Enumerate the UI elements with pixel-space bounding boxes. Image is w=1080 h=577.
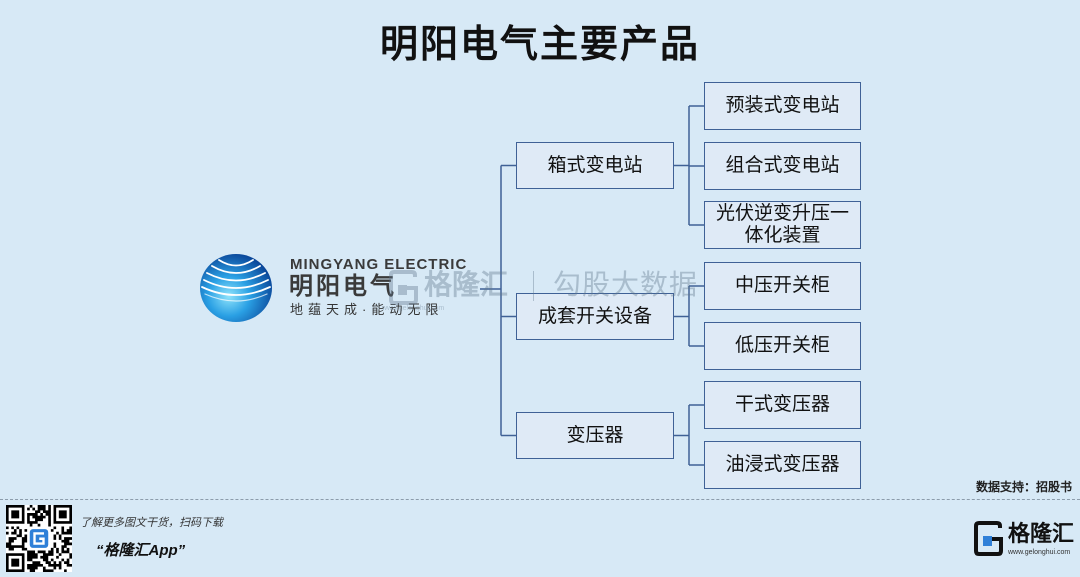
qr-code-icon: [6, 505, 72, 572]
product-label: 干式变压器: [734, 394, 830, 415]
category-box-1: 箱式变电站: [516, 142, 674, 189]
footer-brand-name: 格隆汇: [1008, 521, 1075, 546]
footer-brand-url: www.gelonghui.com: [1008, 549, 1071, 556]
logo-chinese-name: 明阳电气: [289, 273, 397, 300]
qr-center-g-icon: [33, 532, 45, 545]
product-box-1-3: 光伏逆变升压一体化装置: [704, 201, 861, 249]
product-box-3-2: 油浸式变压器: [704, 441, 861, 489]
data-source-note: 数据支持：招股书: [975, 480, 1072, 494]
footer-app-name: “格隆汇App”: [96, 542, 186, 559]
category-box-2: 成套开关设备: [516, 293, 674, 340]
gelonghui-g-icon: [974, 521, 1003, 556]
product-label: 光伏逆变升压一体化装置: [715, 203, 849, 246]
logo-slogan: 地蕴天成·能动无限: [290, 302, 444, 317]
logo-english-name: MINGYANG ELECTRIC: [290, 256, 468, 273]
footer-promo-text: 了解更多图文干货，扫码下载: [80, 517, 223, 529]
category-box-3: 变压器: [516, 412, 674, 459]
category-label: 成套开关设备: [537, 305, 652, 327]
qr-modules: [6, 505, 72, 572]
footer-divider: [0, 499, 1080, 500]
product-label: 油浸式变压器: [725, 454, 840, 475]
product-label: 组合式变电站: [725, 155, 840, 176]
product-label: 中压开关柜: [734, 275, 830, 296]
product-label: 预装式变电站: [725, 95, 840, 116]
product-label: 低压开关柜: [734, 335, 830, 356]
category-label: 箱式变电站: [547, 154, 643, 176]
product-box-2-2: 低压开关柜: [704, 322, 861, 370]
product-box-3-1: 干式变压器: [704, 381, 861, 429]
product-box-1-1: 预装式变电站: [704, 82, 861, 130]
category-label: 变压器: [566, 424, 624, 446]
globe-logo-icon: [200, 254, 272, 322]
product-box-1-2: 组合式变电站: [704, 142, 861, 190]
product-box-2-1: 中压开关柜: [704, 262, 861, 310]
page-title: 明阳电气主要产品: [379, 24, 700, 66]
